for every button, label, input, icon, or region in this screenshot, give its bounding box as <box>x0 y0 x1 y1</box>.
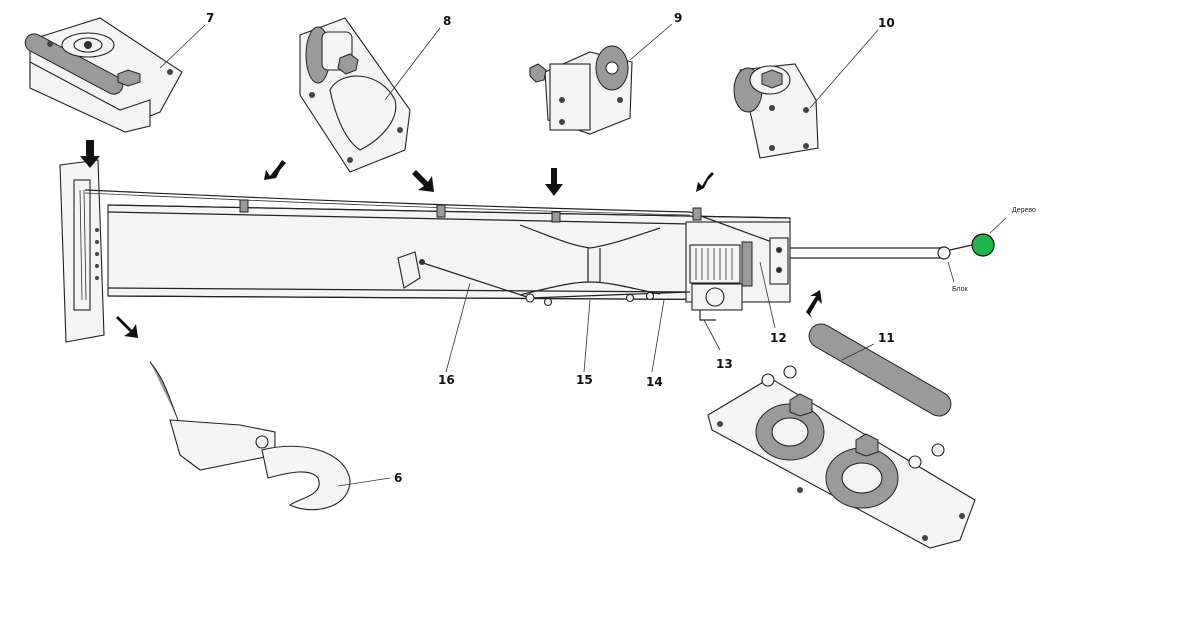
label-part-6: 6 <box>394 471 402 485</box>
part-8-guide-bracket <box>299 17 411 173</box>
block-label: Блок <box>952 286 969 293</box>
tree-marker <box>971 233 995 257</box>
leader-lines <box>159 23 879 487</box>
cable-to-tree: Дерево Блок <box>790 207 1036 293</box>
label-part-14: 14 <box>646 375 663 389</box>
tree-label: Дерево <box>1012 207 1036 214</box>
label-part-13: 13 <box>716 357 733 371</box>
label-part-11: 11 <box>878 331 895 345</box>
part-7-roller-fairlead <box>24 17 183 133</box>
label-part-15: 15 <box>576 373 593 387</box>
label-part-12: 12 <box>770 331 787 345</box>
label-part-16: 16 <box>438 373 455 387</box>
winch-drum <box>689 237 789 321</box>
part-labels: 7 8 9 10 11 12 13 14 15 16 6 <box>206 11 895 485</box>
block-pulley <box>937 246 951 260</box>
drive-shaft <box>397 251 691 307</box>
label-part-8: 8 <box>443 14 451 28</box>
label-part-9: 9 <box>674 11 682 25</box>
main-frame <box>59 159 791 343</box>
pointer-arrows <box>80 140 822 338</box>
part-9-pulley-bracket <box>529 45 633 135</box>
part-11-double-pulley <box>707 323 976 549</box>
label-part-10: 10 <box>878 16 895 30</box>
part-10-sheave-bracket <box>733 63 819 159</box>
cable-top <box>84 189 781 246</box>
part-6-hook <box>149 361 351 511</box>
label-part-7: 7 <box>206 11 214 25</box>
bumper-holes <box>95 228 99 280</box>
